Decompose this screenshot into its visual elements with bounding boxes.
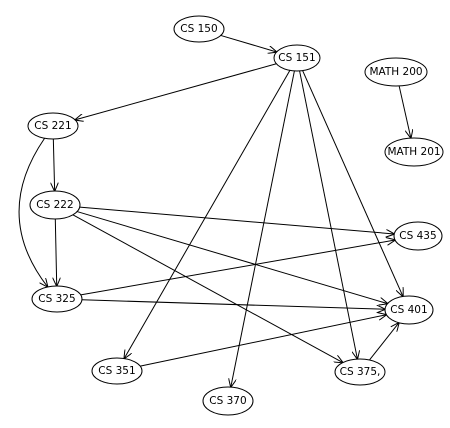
node-cs435: CS 435 [393, 221, 443, 251]
node-ellipse [364, 57, 428, 87]
node-math201: MATH 201 [384, 137, 444, 167]
edge-cs151-to-cs221 [75, 63, 277, 120]
edge-cs221-to-cs222 [53, 138, 54, 191]
node-label: CS 221 [34, 120, 71, 132]
edge-cs151-to-cs401 [302, 70, 403, 297]
node-ellipse [173, 15, 225, 43]
node-ellipse [273, 44, 321, 72]
node-cs151: CS 151 [273, 44, 321, 72]
node-ellipse [29, 190, 81, 220]
node-ellipse [91, 357, 143, 385]
edge-math200-to-math201 [398, 85, 411, 138]
edge-cs325-to-cs401 [81, 299, 385, 309]
edges-layer [18, 34, 411, 387]
node-cs370: CS 370 [202, 386, 254, 416]
node-label: CS 150 [180, 23, 217, 35]
node-cs325: CS 325 [31, 285, 83, 313]
node-label: CS 351 [98, 365, 135, 377]
edge-cs221-to-cs325 [18, 137, 48, 287]
node-ellipse [202, 386, 254, 416]
node-cs222: CS 222 [29, 190, 81, 220]
node-label: CS 435 [399, 230, 436, 242]
node-label: MATH 201 [387, 146, 440, 158]
node-label: CS 222 [36, 199, 73, 211]
node-ellipse [27, 112, 79, 140]
node-cs150: CS 150 [173, 15, 225, 43]
node-ellipse [393, 221, 443, 251]
node-math200: MATH 200 [364, 57, 428, 87]
edge-cs325-to-cs435 [80, 240, 395, 296]
node-cs221: CS 221 [27, 112, 79, 140]
edge-cs222-to-cs325 [55, 218, 56, 286]
node-label: MATH 200 [369, 66, 422, 78]
edge-cs150-to-cs151 [220, 34, 277, 52]
node-label: CS 370 [209, 395, 246, 407]
edge-cs151-to-cs351 [124, 70, 291, 358]
node-label: CS 401 [390, 304, 427, 316]
edge-cs151-to-cs370 [231, 70, 295, 387]
edge-cs351-to-cs401 [140, 315, 386, 367]
node-ellipse [334, 358, 386, 386]
node-label: CS 151 [278, 52, 315, 64]
node-ellipse [384, 137, 444, 167]
edge-cs222-to-cs401 [76, 211, 388, 304]
node-cs351: CS 351 [91, 357, 143, 385]
edge-cs222-to-cs375 [72, 214, 343, 363]
node-label: CS 375, [340, 366, 381, 378]
node-ellipse [31, 285, 83, 313]
node-ellipse [384, 295, 434, 325]
node-cs375: CS 375, [334, 358, 386, 386]
node-label: CS 325 [38, 293, 75, 305]
edge-cs375-to-cs401 [369, 323, 399, 361]
node-cs401: CS 401 [384, 295, 434, 325]
edge-cs151-to-cs375 [299, 70, 358, 359]
edge-cs222-to-cs435 [79, 206, 395, 234]
